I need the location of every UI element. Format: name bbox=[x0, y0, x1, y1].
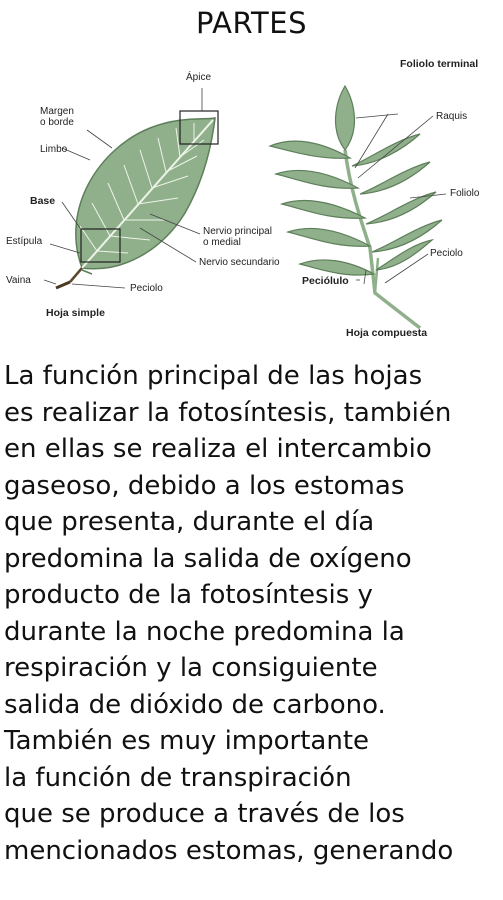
label-blade: Limbo bbox=[40, 144, 68, 155]
leaf-parts-figure: Ápice Margen o borde Limbo Base Estípula… bbox=[0, 48, 503, 348]
label-rachis: Raquis bbox=[436, 111, 468, 122]
label-terminal-leaflet: Foliolo terminal bbox=[400, 58, 479, 70]
page-title: PARTES bbox=[196, 6, 307, 40]
caption-simple-leaf: Hoja simple bbox=[46, 307, 105, 319]
simple-leaf bbox=[43, 88, 219, 290]
label-secondary-vein: Nervio secundario bbox=[199, 257, 280, 268]
description-text: La función principal de las hojas es rea… bbox=[4, 361, 454, 866]
compound-leaf bbox=[268, 84, 447, 330]
label-margin: Margen o borde bbox=[40, 106, 74, 128]
label-petiole-compound: Peciolo bbox=[430, 248, 463, 259]
label-leaflet: Foliolo bbox=[450, 188, 480, 199]
label-sheath: Vaina bbox=[6, 275, 31, 286]
label-base: Base bbox=[30, 195, 56, 207]
label-main-vein: Nervio principal o medial bbox=[203, 226, 272, 248]
label-petiole-simple: Peciolo bbox=[130, 283, 163, 294]
label-petiolule: Peciólulo bbox=[302, 275, 349, 287]
label-apex: Ápice bbox=[186, 72, 212, 83]
label-stipule: Estípula bbox=[6, 236, 43, 247]
caption-compound-leaf: Hoja compuesta bbox=[346, 327, 428, 339]
leaf-illustration bbox=[43, 84, 447, 330]
